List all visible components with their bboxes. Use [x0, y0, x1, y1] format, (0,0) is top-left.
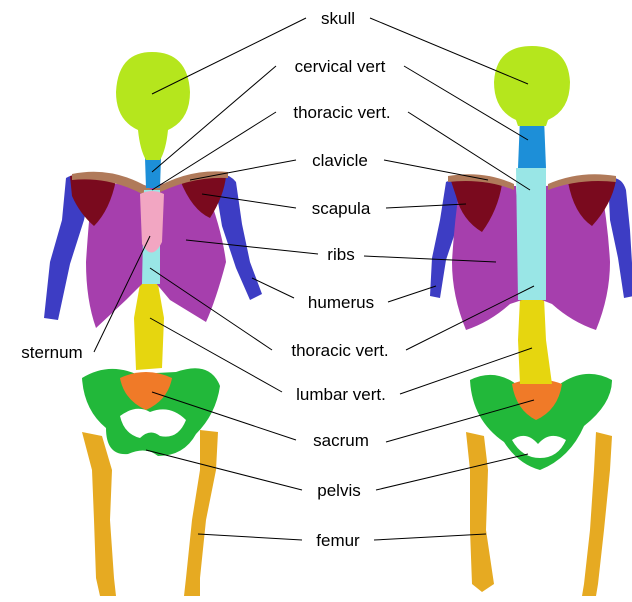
front-femur-right	[184, 430, 218, 596]
front-cervical	[145, 158, 161, 188]
leader-skull-back	[370, 18, 528, 84]
label-ribs: ribs	[327, 245, 354, 264]
back-humerus-right	[608, 178, 632, 298]
leader-clavicle-back	[384, 160, 488, 180]
label-scapula: scapula	[312, 199, 371, 218]
label-clavicle: clavicle	[312, 151, 368, 170]
label-sacrum: sacrum	[313, 431, 369, 450]
back-thoracic	[516, 168, 546, 300]
label-thoracic-vert-bottom: thoracic vert.	[291, 341, 388, 360]
front-femur-left	[82, 432, 116, 596]
back-skull	[494, 46, 570, 126]
leader-femur-back	[374, 534, 486, 540]
label-lumbar-vert: lumbar vert.	[296, 385, 386, 404]
label-pelvis: pelvis	[317, 481, 360, 500]
back-femur-left	[466, 432, 494, 592]
back-femur-right	[582, 432, 612, 596]
leader-humerus-back	[388, 286, 436, 302]
label-thoracic-vert-top: thoracic vert.	[293, 103, 390, 122]
front-skull	[116, 52, 190, 160]
leader-skull-front	[152, 18, 306, 94]
label-cervical-vert: cervical vert	[295, 57, 386, 76]
front-skeleton	[44, 52, 262, 596]
front-lumbar	[134, 284, 164, 370]
leader-pelvis-back	[376, 454, 528, 490]
back-skeleton	[430, 46, 632, 596]
leader-femur-front	[198, 534, 302, 540]
back-lumbar	[518, 298, 552, 384]
label-skull: skull	[321, 9, 355, 28]
label-sternum: sternum	[21, 343, 82, 362]
front-sternum	[140, 191, 164, 253]
label-humerus: humerus	[308, 293, 374, 312]
leader-clavicle-front	[190, 160, 296, 180]
label-femur: femur	[316, 531, 360, 550]
leader-pelvis-front	[146, 450, 302, 490]
